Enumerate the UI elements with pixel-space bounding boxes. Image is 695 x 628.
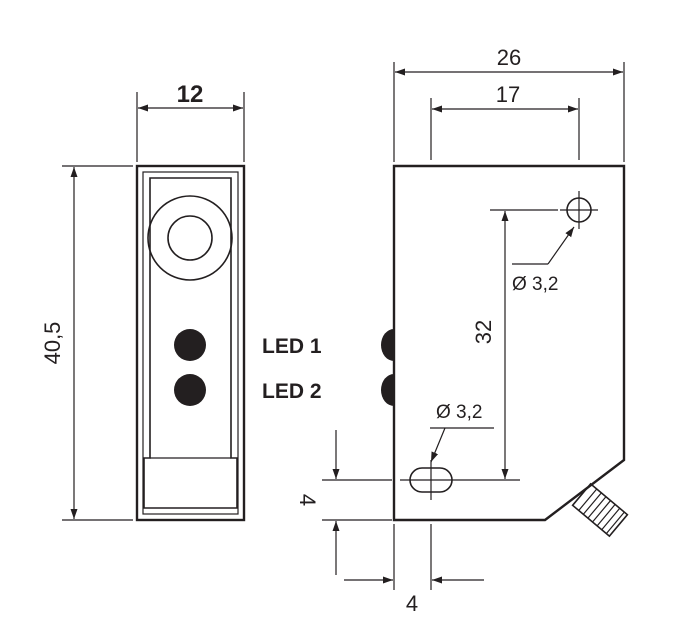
side-bottom-slot (409, 467, 453, 493)
front-window-outline (143, 177, 238, 509)
hole-diameter-top-label: Ø 3,2 (512, 274, 558, 295)
hole-diameter-bottom-label: Ø 3,2 (436, 402, 482, 423)
leader-bottom-hole: Ø 3,2 (430, 402, 494, 463)
dim-bottom-offset-horizontal-label: 4 (406, 591, 418, 616)
front-lens-inner (167, 215, 213, 261)
front-body-inner-frame (142, 171, 239, 515)
led1-indicator (174, 329, 206, 361)
led2-indicator (174, 374, 206, 406)
dim-front-height: 40,5 (40, 165, 133, 521)
dim-hole-spacing-vertical-label: 32 (471, 320, 496, 344)
led2-label: LED 2 (262, 380, 322, 403)
dim-hole-spacing-horizontal: 17 (430, 82, 580, 160)
leader-top-hole: Ø 3,2 (512, 226, 575, 295)
dim-bottom-offset-horizontal: 4 (344, 524, 484, 616)
side-body-outline (392, 164, 626, 522)
led1-label: LED 1 (262, 335, 322, 358)
dim-side-width-label: 26 (497, 45, 521, 70)
side-led2-bump (381, 374, 394, 406)
front-body-outline (135, 164, 246, 522)
side-led1-bump (381, 329, 394, 361)
dim-front-width: 12 (136, 81, 245, 162)
dim-side-width: 26 (393, 45, 625, 162)
dim-hole-spacing-horizontal-label: 17 (496, 82, 520, 107)
front-lens-outer (147, 195, 233, 281)
side-connector (571, 482, 629, 538)
side-view (381, 164, 629, 538)
dim-front-height-label: 40,5 (40, 322, 65, 365)
dim-front-width-label: 12 (177, 81, 204, 108)
dim-bottom-offset-vertical: 4 (295, 430, 392, 575)
dim-hole-spacing-vertical: 32 (466, 209, 558, 481)
front-view (135, 164, 246, 522)
dim-bottom-offset-vertical-label: 4 (295, 494, 320, 506)
